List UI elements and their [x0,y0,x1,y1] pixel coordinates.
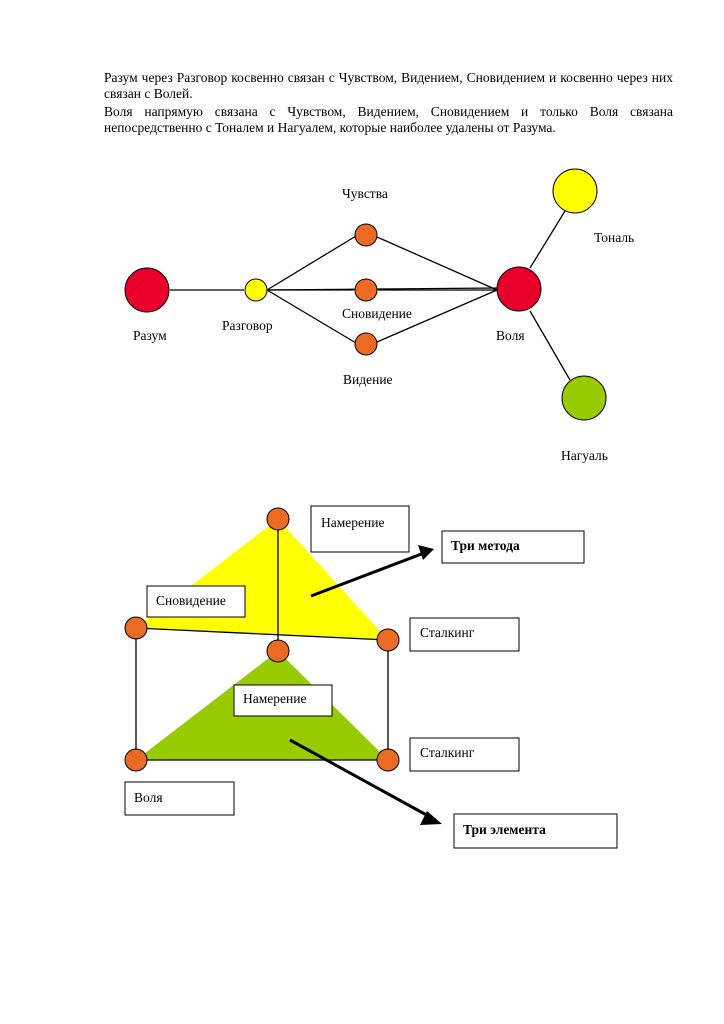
label-box-tri-metoda: Три метода [441,530,585,564]
edge-top-left-right [135,627,389,641]
node-bottom-left [124,748,148,772]
label-tri-elementa: Три элемента [463,822,546,837]
node-razgovor [244,278,268,302]
node-tonal [552,168,598,214]
arrow-tri-metoda-head [418,545,434,560]
edge-videnie-volya [376,289,498,343]
node-top-left [124,616,148,640]
label-box-volya: Воля [124,781,235,816]
node-nagual [561,375,607,421]
edge-razgovor-volya-cross [266,287,498,291]
edge-volya-tonal [529,210,566,269]
label-stalking-bottom: Сталкинг [420,745,475,760]
pyramid-edges [135,519,389,761]
label-tonal: Тональ [594,230,634,245]
label-videnie: Видение [343,372,393,387]
label-namerenie-top: Намерение [321,515,384,530]
pyramid-diagram: Намерение Сновидение Сталкинг Намерение … [124,505,618,849]
label-box-stalking-bottom: Сталкинг [409,737,520,772]
label-box-stalking-top: Сталкинг [409,617,520,652]
label-nagual: Нагуаль [561,448,608,463]
node-volya [496,266,542,312]
label-razgovor: Разговор [222,318,273,333]
node-razum [124,267,170,313]
label-volya: Воля [496,328,525,343]
edge-volya-nagual [529,310,571,381]
node-top-right [376,628,400,652]
edge-razgovor-chuvstva [266,235,357,291]
label-razum: Разум [133,328,167,343]
edge-chuvstva-volya [376,236,498,291]
node-bottom-apex [266,639,290,663]
network-diagram: Разум Разговор Чувства Сновидение Видени… [124,168,634,463]
label-namerenie-bottom: Намерение [243,691,306,706]
label-snovidenie: Сновидение [342,306,412,321]
arrow-tri-elementa-line [289,738,433,820]
arrow-tri-elementa-head [420,811,442,825]
label-snovidenie-pyramid: Сновидение [156,593,226,608]
paragraph-2: Воля напрямую связана с Чувством, Видени… [104,104,673,135]
label-chuvstva: Чувства [342,186,388,201]
network-edges [170,210,571,381]
label-box-tri-elementa: Три элемента [453,813,618,849]
node-top-apex [266,507,290,531]
label-box-namerenie-bottom: Намерение [233,684,333,717]
label-stalking-top: Сталкинг [420,625,475,640]
label-tri-metoda: Три метода [451,538,520,553]
node-snovidenie [354,278,378,302]
label-box-namerenie-top: Намерение [310,505,410,553]
arrow-tri-metoda-line [310,551,425,598]
edge-razgovor-videnie [266,289,357,344]
label-volya-pyramid: Воля [134,790,163,805]
paragraph-1: Разум через Разговор косвенно связан с Ч… [104,70,673,101]
node-bottom-right [376,748,400,772]
node-chuvstva [354,223,378,247]
node-videnie [354,332,378,356]
label-box-snovidenie: Сновидение [146,585,246,618]
